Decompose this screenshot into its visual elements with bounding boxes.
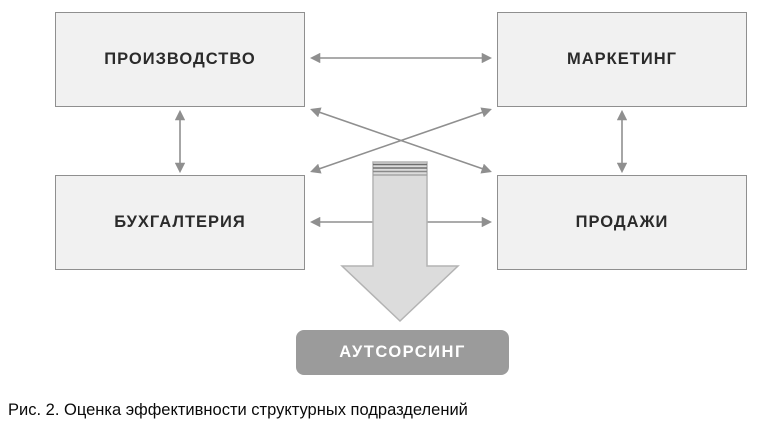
box-production-label: ПРОИЗВОДСТВО xyxy=(104,50,256,68)
box-sales: ПРОДАЖИ xyxy=(497,175,747,270)
outsourcing-label: АУТСОРСИНГ xyxy=(339,343,466,361)
figure-caption: Рис. 2. Оценка эффективности структурных… xyxy=(8,401,468,419)
arrow-production-sales xyxy=(310,107,492,174)
box-accounting: БУХГАЛТЕРИЯ xyxy=(55,175,305,270)
big-down-arrow xyxy=(340,161,460,323)
box-accounting-label: БУХГАЛТЕРИЯ xyxy=(114,213,246,231)
big-arrow-stripes xyxy=(373,163,427,176)
outsourcing-badge: АУТСОРСИНГ xyxy=(296,330,509,375)
box-marketing: МАРКЕТИНГ xyxy=(497,12,747,107)
box-production: ПРОИЗВОДСТВО xyxy=(55,12,305,107)
box-sales-label: ПРОДАЖИ xyxy=(575,213,669,231)
box-marketing-label: МАРКЕТИНГ xyxy=(567,50,677,68)
arrow-marketing-accounting xyxy=(310,107,492,174)
